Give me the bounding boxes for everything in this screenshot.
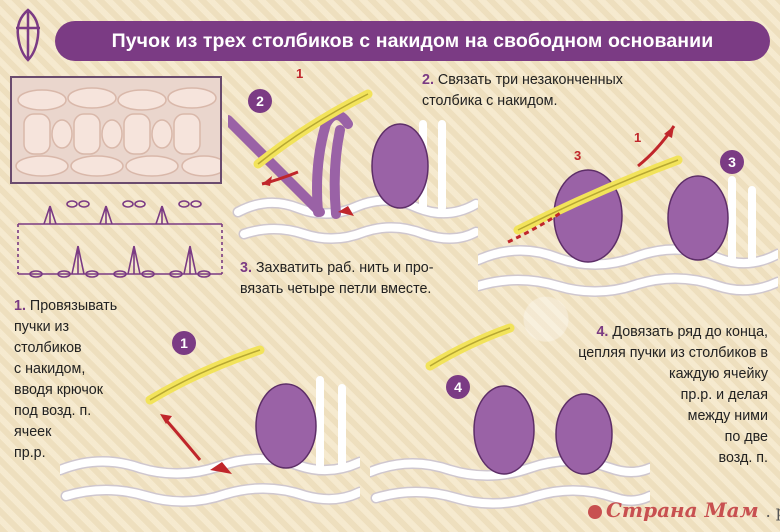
step-number: 1. — [14, 298, 26, 314]
step-badge-3: 3 — [720, 150, 744, 174]
step-number: 4. — [596, 324, 609, 340]
page-title: Пучок из трех столбиков с накидом на сво… — [55, 21, 770, 61]
step-2-text: 2. Связать три незаконченных столбика с … — [422, 72, 623, 109]
watermark-icon — [588, 504, 602, 519]
step-number: 3. — [240, 260, 252, 276]
step-badge-1: 1 — [172, 331, 196, 355]
loop-marker-1: 1 — [296, 66, 304, 81]
illustration-step-1 — [60, 345, 360, 507]
step-number: 2. — [422, 72, 434, 88]
sample-photo — [10, 76, 222, 184]
stitch-chart — [17, 200, 223, 278]
illustration-step-3 — [478, 125, 778, 297]
step-4-text: 4. Довязать ряд до конца, цепляя пучки и… — [578, 324, 768, 466]
illustration-step-2 — [228, 89, 478, 244]
illustration-step-4 — [370, 323, 650, 509]
step-badge-4: 4 — [446, 375, 470, 399]
step-3-text: 3. Захватить раб. нить и про- вязать чет… — [240, 260, 434, 297]
loop-marker-3: 3 — [574, 148, 582, 163]
loop-marker-1b: 1 — [634, 130, 642, 145]
step-badge-2: 2 — [248, 89, 272, 113]
crochet-logo-icon — [16, 8, 40, 62]
step-1-text: 1. Провязывать пучки из столбиков с наки… — [14, 298, 118, 461]
watermark: Страна Мам . ру — [588, 498, 780, 522]
